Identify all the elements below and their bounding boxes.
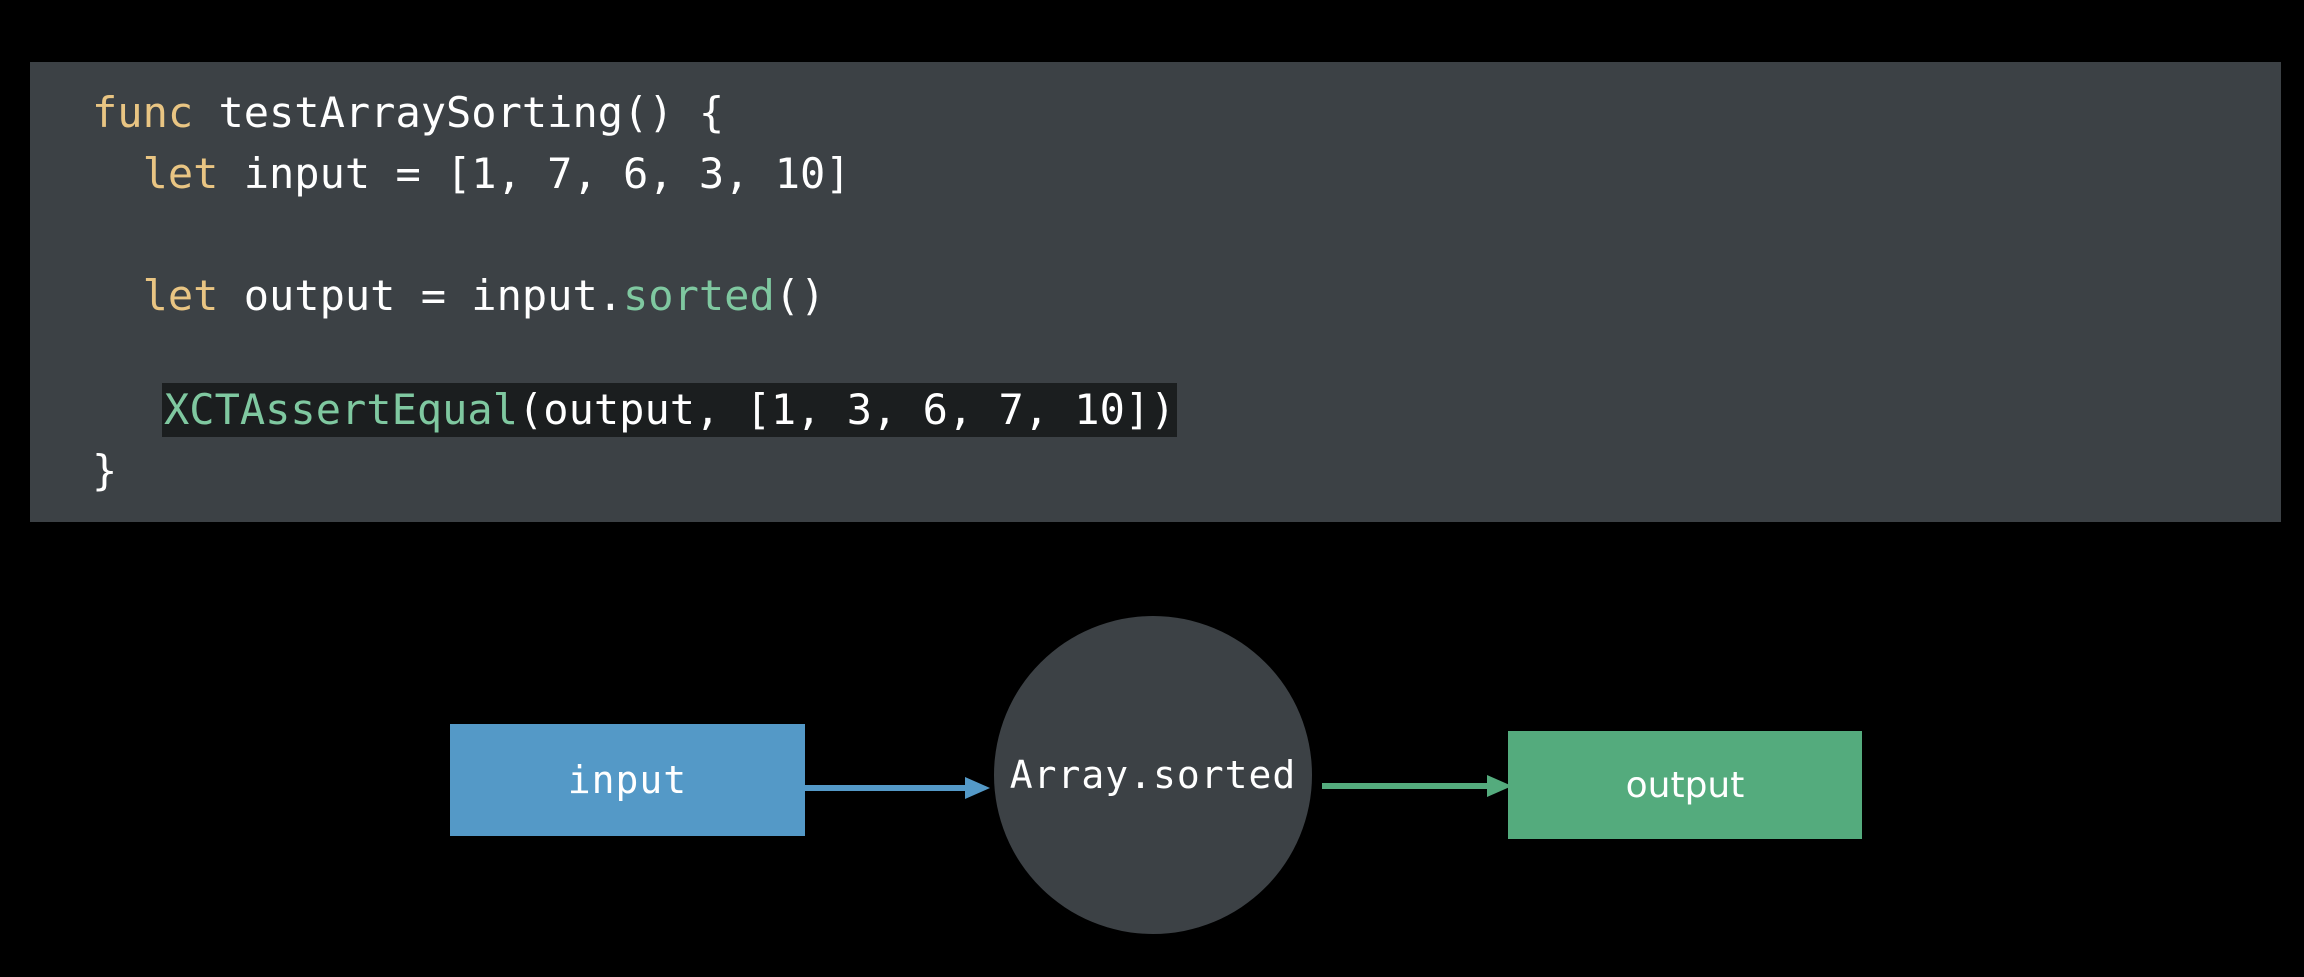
code-line-3: let output = input.sorted() [92,269,826,323]
code-indent [92,149,143,198]
code-token-text: (output, [1, 3, 6, 7, 10]) [518,385,1176,434]
code-token-keyword: func [92,88,194,137]
code-token-text: testArraySorting() { [193,88,725,137]
diagram-edge-process-to-output [1322,775,1512,797]
diagram-node-input[interactable]: input [450,724,805,836]
code-token-function: sorted [623,271,775,320]
code-token-function: XCTAssertEqual [164,385,519,434]
diagram-node-process-label: Array.sorted [1009,753,1297,797]
code-token-text: } [92,446,118,495]
code-panel[interactable]: func testArraySorting() { let input = [1… [30,62,2281,522]
code-line-6: } [92,444,117,498]
code-line-5: XCTAssertEqual(output, [1, 3, 6, 7, 10]) [164,383,1175,437]
diagram-edge-input-to-process [805,777,990,799]
flow-diagram: input Array.sorted output [0,560,2304,977]
code-token-text: input = [1, 7, 6, 3, 10] [218,149,851,198]
code-line-highlight[interactable]: XCTAssertEqual(output, [1, 3, 6, 7, 10]) [162,383,1178,437]
code-indent [92,271,143,320]
code-token-text: () [774,271,826,320]
code-line-1: let input = [1, 7, 6, 3, 10] [92,147,851,201]
diagram-node-process[interactable]: Array.sorted [994,616,1312,934]
diagram-node-output-label: output [1625,764,1745,806]
code-token-text: output = input. [218,271,624,320]
code-token-keyword: let [142,271,219,320]
diagram-node-output[interactable]: output [1508,731,1862,839]
code-token-keyword: let [142,149,219,198]
code-line-0: func testArraySorting() { [92,86,724,140]
diagram-node-input-label: input [567,758,688,802]
